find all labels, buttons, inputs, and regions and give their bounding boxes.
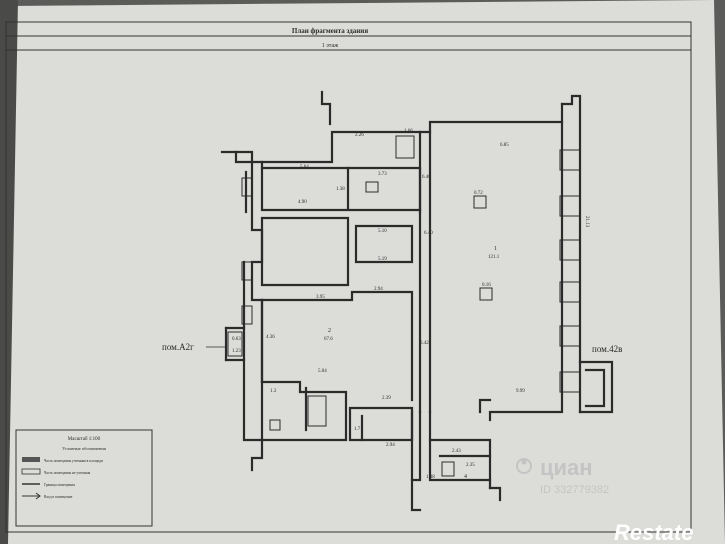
- dim-label-vertical: 21.13: [584, 216, 589, 228]
- dim-label: 9.99: [516, 389, 525, 394]
- cian-id: ID 332779382: [540, 484, 609, 496]
- dim-label: 3.73: [378, 172, 387, 177]
- restate-logo-text: Restate: [614, 520, 693, 544]
- dim-label: 6.85: [500, 143, 509, 148]
- room-numbers: 1 121.1 2 67.6 4: [324, 246, 500, 480]
- legend-swatch-1: [22, 457, 40, 462]
- windows: [227, 149, 581, 393]
- dim-label: 6.40: [424, 231, 433, 236]
- room-number: 2: [328, 328, 331, 334]
- legend-arrow-icon: [22, 492, 41, 500]
- dim-label: 2.39: [382, 396, 391, 401]
- dim-label: 5.19: [378, 257, 387, 262]
- dim-label: 6.42: [420, 341, 429, 346]
- room-number: 1: [494, 246, 497, 252]
- dim-label: 0.16: [482, 283, 491, 288]
- legend-item: Вход в помещение: [44, 495, 73, 499]
- dim-label: 1.23: [232, 349, 241, 354]
- legend-swatch-2: [21, 468, 41, 475]
- dim-label: 5.64: [300, 165, 309, 170]
- dim-label: 2.35: [466, 463, 475, 468]
- dim-label: 5.04: [318, 369, 327, 374]
- dim-label: 2.94: [386, 443, 395, 448]
- fixtures: [269, 135, 493, 477]
- dim-label: 2.43: [452, 449, 461, 454]
- dim-label: 1.66: [404, 129, 413, 134]
- room-number: 4: [464, 474, 467, 480]
- dim-label: 6.40: [422, 175, 431, 180]
- dim-label: 4.36: [266, 335, 275, 340]
- legend: Масштаб 1:100 Условные обозначения Часть…: [15, 429, 153, 527]
- walls: [220, 90, 614, 512]
- room-area: 67.6: [324, 337, 333, 342]
- dim-label: 1.7: [354, 427, 361, 432]
- dim-label: 3.95: [316, 295, 325, 300]
- dim-label: 1.3: [270, 389, 277, 394]
- floor-label: 1 этаж: [322, 43, 339, 49]
- cian-watermark: циан ID 332779382: [516, 455, 609, 496]
- dim-label: 1.38: [336, 187, 345, 192]
- restate-logo: Restate: [614, 520, 693, 544]
- plan-title: План фрагмента здания: [292, 27, 368, 35]
- dim-label: 4.90: [298, 200, 307, 205]
- cian-logo-icon: [516, 458, 532, 474]
- dim-label: 5.10: [378, 229, 387, 234]
- drawing-frame: [5, 21, 692, 533]
- label-premise-left: пом.A2г: [162, 342, 194, 352]
- dimension-labels: 6.85 2.26 1.66 5.64 4.90 3.73 5.10 5.19 …: [232, 129, 589, 480]
- dim-label: 2.26: [355, 133, 364, 138]
- room-area: 121.1: [488, 255, 500, 260]
- label-premise-right: пом.42в: [592, 344, 622, 354]
- dim-label: 0.72: [474, 191, 483, 196]
- dim-label: 0.63: [232, 337, 241, 342]
- legend-item: Граница помещения: [44, 483, 75, 487]
- dim-label: 1.08: [426, 475, 435, 480]
- dim-label: 2.94: [374, 287, 383, 292]
- legend-item: Часть помещения не учтенная: [44, 471, 91, 475]
- legend-subtitle: Условные обозначения: [62, 446, 106, 451]
- legend-title: Масштаб 1:100: [68, 437, 101, 442]
- cian-brand: циан: [540, 455, 593, 480]
- legend-item: Часть помещения учтенная в площади: [44, 459, 103, 463]
